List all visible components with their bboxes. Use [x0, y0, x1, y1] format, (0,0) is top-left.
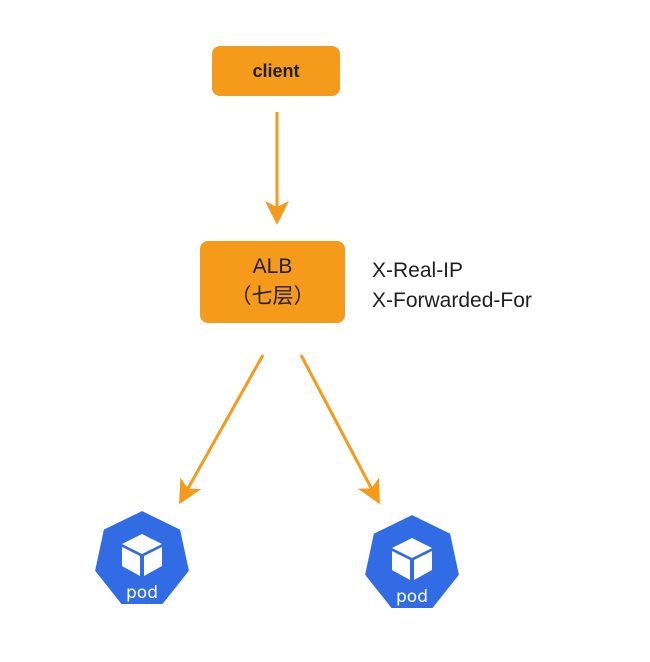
pod-label: pod: [126, 583, 158, 603]
pod-node-right: pod: [362, 512, 462, 617]
forwarded-headers: X-Real-IP X-Forwarded-For: [372, 256, 532, 316]
cube-icon: [122, 534, 162, 576]
arrow-alb-to-pod-left: [179, 354, 265, 505]
cube-icon: [392, 538, 432, 580]
header-x-real-ip: X-Real-IP: [372, 259, 464, 282]
heptagon-icon: [92, 508, 192, 606]
header-x-forwarded-for: X-Forwarded-For: [372, 289, 532, 312]
client-label: client: [252, 60, 300, 81]
pod-label: pod: [396, 587, 428, 607]
alb-layer-label: （七层）: [230, 285, 315, 308]
heptagon-icon: [362, 512, 462, 610]
pod-node-left: pod: [92, 508, 192, 613]
arrow-alb-to-pod-right: [299, 354, 380, 505]
alb-node: ALB （七层）: [200, 241, 345, 323]
client-node: client: [212, 46, 340, 96]
alb-label: ALB: [252, 255, 293, 278]
